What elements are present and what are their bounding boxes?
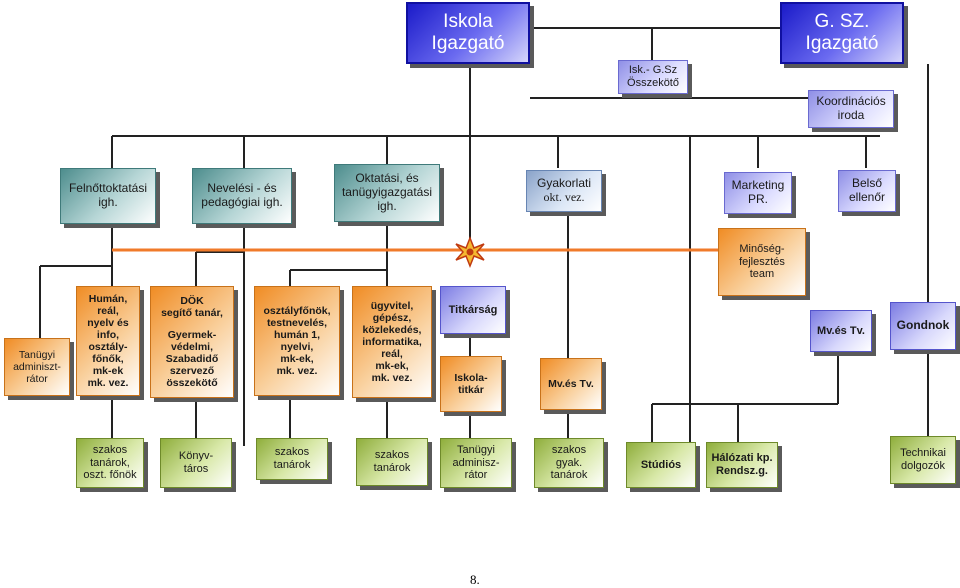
box-label: Titkárság (448, 303, 498, 316)
ugyvitel-box: ügyvitel, gépész, közlekedés, informatik… (352, 286, 432, 398)
box-label: szakos gyak. tanárok (550, 444, 588, 482)
szakos-tanarok-box-1: szakos tanárok (256, 438, 328, 480)
box-label: okt. vez. (543, 190, 585, 204)
gondnok-box: Gondnok (890, 302, 956, 350)
studios-box: Stúdiós (626, 442, 696, 488)
box-label: szakos tanárok (373, 449, 411, 474)
box-label: Belső ellenőr (848, 176, 886, 204)
star-icon (455, 235, 485, 269)
box-label: ügyvitel, gépész, közlekedés, informatik… (362, 299, 422, 385)
box-label: DÖK segítő tanár, (161, 294, 223, 319)
box-label: Marketing PR. (731, 178, 785, 206)
halozati-box: Hálózati kp. Rendsz.g. (706, 442, 778, 488)
nevelesi-box: Nevelési - és pedagógiai igh. (192, 168, 292, 224)
box-label: Minőség- fejlesztés team (739, 243, 785, 281)
osszekoto-box: Isk.- G.Sz Összekötő (618, 60, 688, 94)
box-label: Könyv- táros (178, 450, 214, 475)
technikai-box: Technikai dolgozók (890, 436, 956, 484)
box-label: Oktatási, és tanügyigazgatási igh. (341, 171, 433, 213)
box-label: Gondnok (896, 318, 950, 333)
box-label: Technikai dolgozók (900, 447, 946, 472)
box-label: Mv.és Tv. (817, 324, 865, 337)
box-label: Iskola Igazgató (431, 11, 505, 54)
gsz-igazgato-box: G. SZ. Igazgató (780, 2, 904, 64)
box-label: Gyermek- védelmi, Szabadidő szervező öss… (165, 328, 219, 390)
box-label: Koordinációs iroda (816, 94, 886, 122)
oktatasi-box: Oktatási, és tanügyigazgatási igh. (334, 164, 440, 222)
box-label: szakos tanárok, oszt. főnök (83, 444, 137, 482)
koordinacios-box: Koordinációs iroda (808, 90, 894, 128)
dok-box: DÖK segítő tanár, Gyermek- védelmi, Szaba… (150, 286, 234, 398)
box-label: Stúdiós (640, 458, 682, 471)
titkarsag-box: Titkárság (440, 286, 506, 334)
box-label: Nevelési - és pedagógiai igh. (201, 181, 283, 209)
tanugyi-adm-2-box: Tanügyi adminisz- rátor (440, 438, 512, 488)
human-box: Humán, reál, nyelv és info, osztály- főn… (76, 286, 140, 396)
mv-tv-gyak-box: Mv.és Tv. (540, 358, 602, 410)
szakos-gyak-box: szakos gyak. tanárok (534, 438, 604, 488)
box-label: Felnőttoktatási igh. (68, 181, 148, 209)
minoseg-box: Minőség- fejlesztés team (718, 228, 806, 296)
felnottoktatasi-box: Felnőttoktatási igh. (60, 168, 156, 224)
box-label: osztályfőnök, testnevelés, humán 1, nyel… (263, 304, 331, 378)
osztalyfonokok-box: osztályfőnök, testnevelés, humán 1, nyel… (254, 286, 340, 396)
box-label: Gyakorlati (536, 176, 592, 191)
box-label: Tanügyi adminisz- rátor (452, 444, 500, 482)
box-label: Mv.és Tv. (548, 377, 594, 390)
konyvtaros-box: Könyv- táros (160, 438, 232, 488)
szakos-tanarok-box-2: szakos tanárok (356, 438, 428, 486)
mv-tv-box: Mv.és Tv. (810, 310, 872, 352)
box-label: Humán, reál, nyelv és info, osztály- főn… (87, 292, 129, 390)
box-label: Isk.- G.Sz Összekötő (627, 64, 679, 89)
iskolatitkar-box: Iskola- titkár (440, 356, 502, 412)
marketing-box: Marketing PR. (724, 172, 792, 214)
box-label: Hálózati kp. Rendsz.g. (711, 452, 773, 477)
szakos-oszt-box: szakos tanárok, oszt. főnök (76, 438, 144, 488)
box-label: Iskola- titkár (454, 371, 488, 396)
box-label: G. SZ. Igazgató (805, 11, 879, 54)
tanugyi-adm-box: Tanügyi adminiszt- rátor (4, 338, 70, 396)
box-label: szakos tanárok (273, 446, 311, 471)
page-number: 8. (470, 572, 480, 587)
iskola-igazgato-box: Iskola Igazgató (406, 2, 530, 64)
box-label: Tanügyi adminiszt- rátor (13, 348, 61, 386)
belso-ellenor-box: Belső ellenőr (838, 170, 896, 212)
